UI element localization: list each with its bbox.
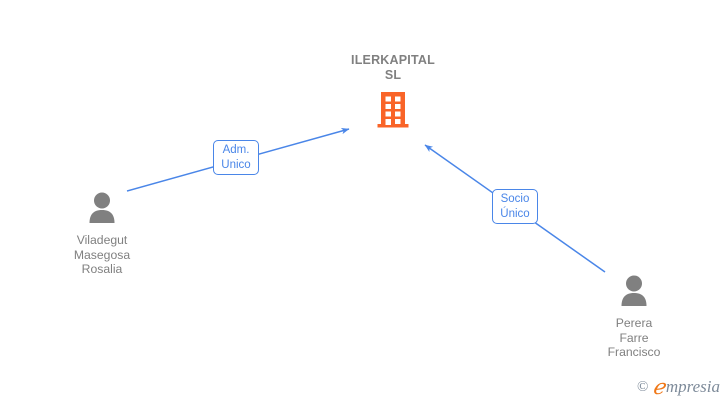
person-icon [618,275,650,306]
edge-label-socio-unico[interactable]: Socio Único [492,189,538,224]
brand-initial: ℯ [652,375,665,399]
edge-label-adm-unico[interactable]: Adm. Unico [213,140,259,175]
building-icon [377,90,409,128]
person-node-right[interactable]: Perera Farre Francisco [564,275,704,360]
person-node-left[interactable]: Viladegut Masegosa Rosalia [32,192,172,277]
person-name-left: Viladegut Masegosa Rosalia [73,233,131,276]
person-icon [86,192,118,223]
copyright-icon: © [637,378,649,395]
company-node[interactable]: ILERKAPITAL SL [323,53,463,133]
person-name-right: Perera Farre Francisco [607,316,661,359]
watermark: © ℯ mpresia [637,375,720,399]
company-name: ILERKAPITAL SL [351,53,435,82]
brand-name: mpresia [665,377,720,396]
